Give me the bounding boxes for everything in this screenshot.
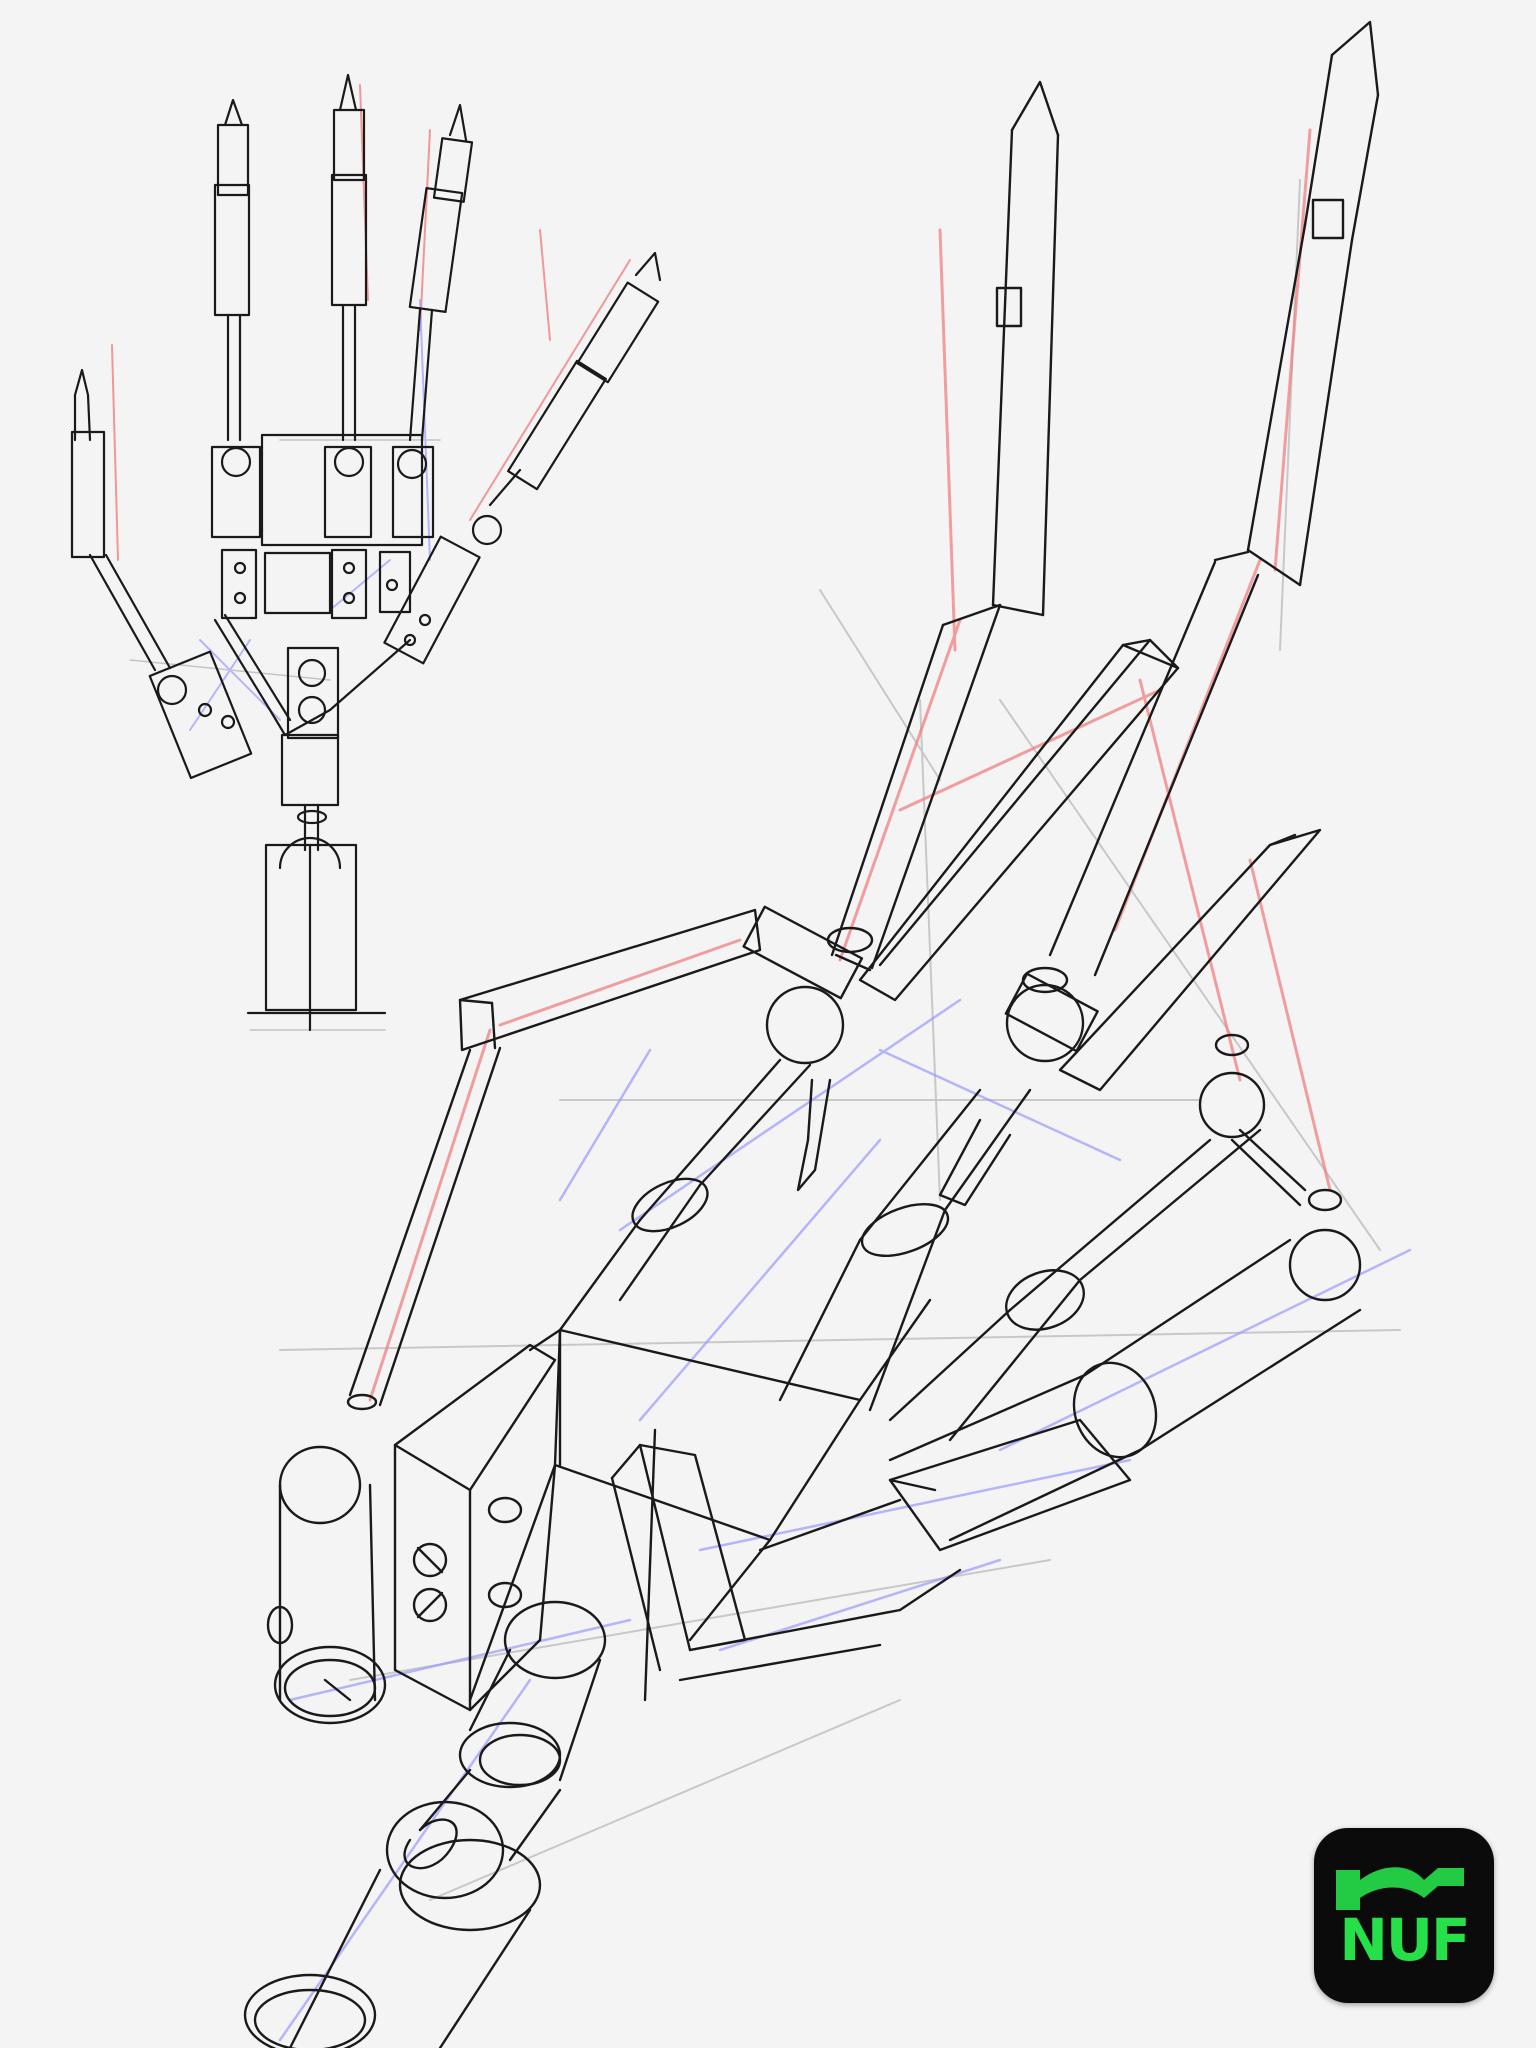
nuf-logo: NUF: [1314, 1828, 1494, 2003]
nuf-logo-icon: [1336, 1867, 1464, 1910]
large-hand-study: [243, 20, 1412, 2048]
small-hand-study: [70, 73, 662, 1032]
logo-text: NUF: [1339, 1906, 1470, 1974]
